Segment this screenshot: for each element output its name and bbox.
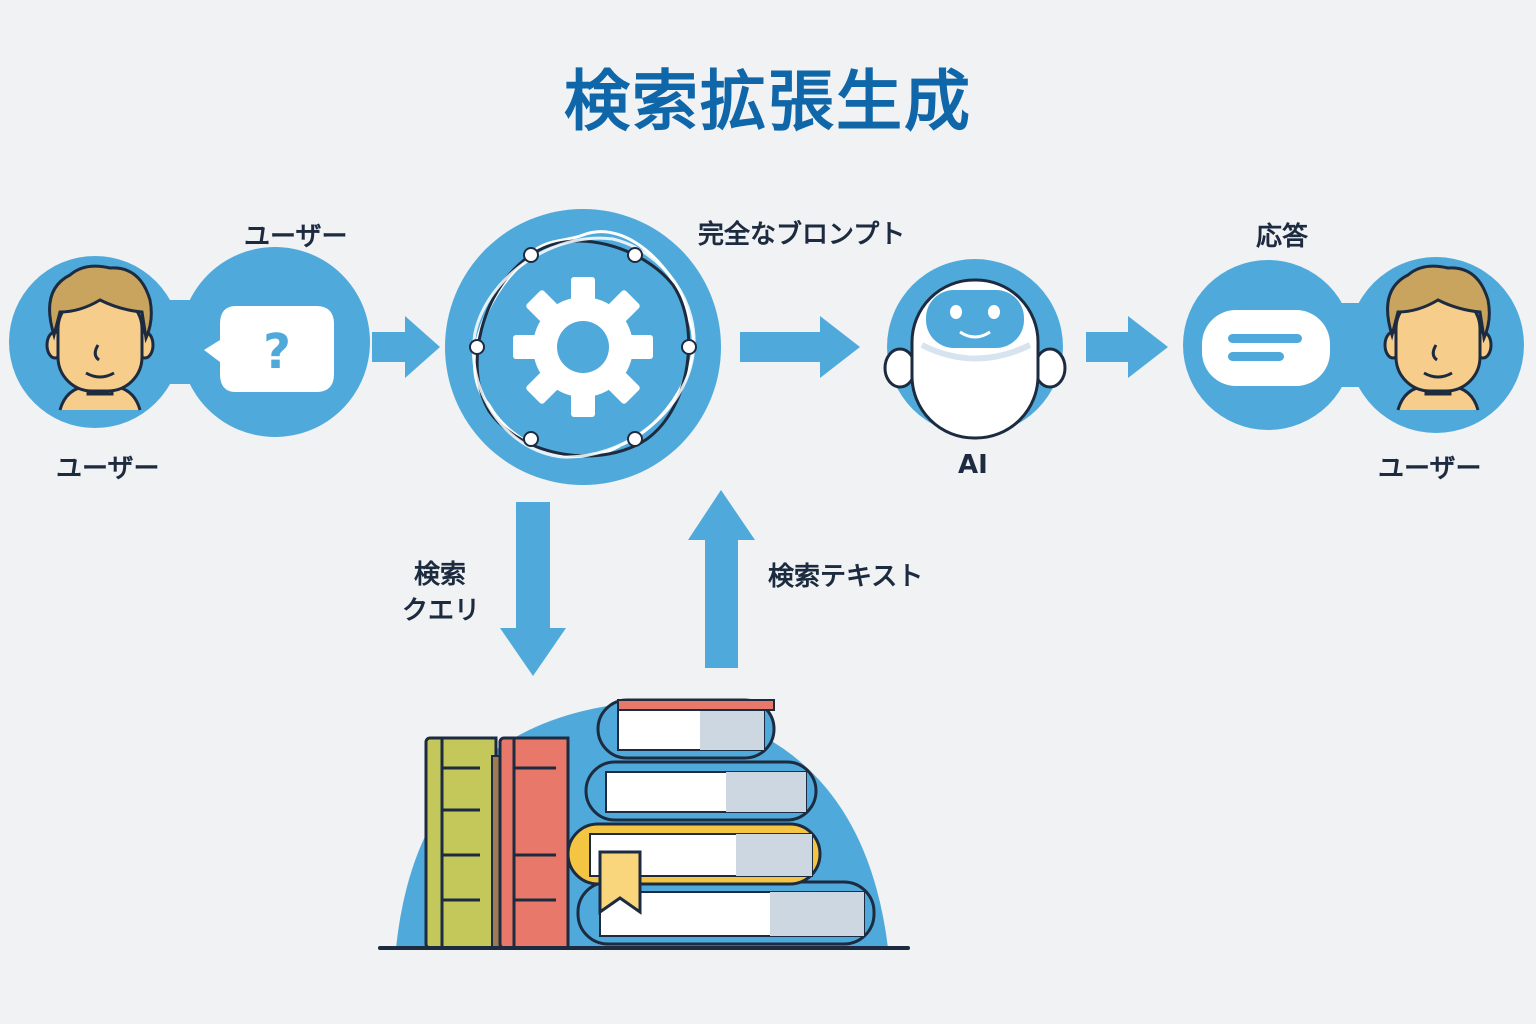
arrow-ai-to-response <box>1086 316 1168 378</box>
diagram-title: 検索拡張生成 <box>564 63 972 140</box>
label-search-query-line1: 検索 <box>414 560 467 590</box>
label-search-query-line2: クエリ <box>402 596 481 626</box>
user-icon <box>45 264 155 411</box>
question-mark: ? <box>263 324 291 380</box>
label-response: 応答 <box>1256 222 1309 252</box>
label-full-prompt: 完全なブロンプト <box>698 220 906 250</box>
label-ai: AI <box>958 450 988 480</box>
label-user-query: ユーザー <box>244 222 348 252</box>
arrow-query-to-knowledge <box>500 502 566 676</box>
books-icon <box>378 698 910 950</box>
label-user-right: ユーザー <box>1378 454 1482 484</box>
label-user-left: ユーザー <box>56 454 160 484</box>
robot-icon <box>883 259 1067 440</box>
gear-network-icon <box>445 209 721 485</box>
question-bubble-icon: ? <box>204 306 334 392</box>
user-icon <box>1383 264 1493 411</box>
arrow-retriever-to-ai <box>740 316 860 378</box>
label-retrieved-text: 検索テキスト <box>768 562 924 592</box>
arrow-knowledge-to-retriever <box>688 490 755 668</box>
answer-bubble-icon <box>1202 310 1330 386</box>
arrow-query-to-retriever <box>372 316 440 378</box>
